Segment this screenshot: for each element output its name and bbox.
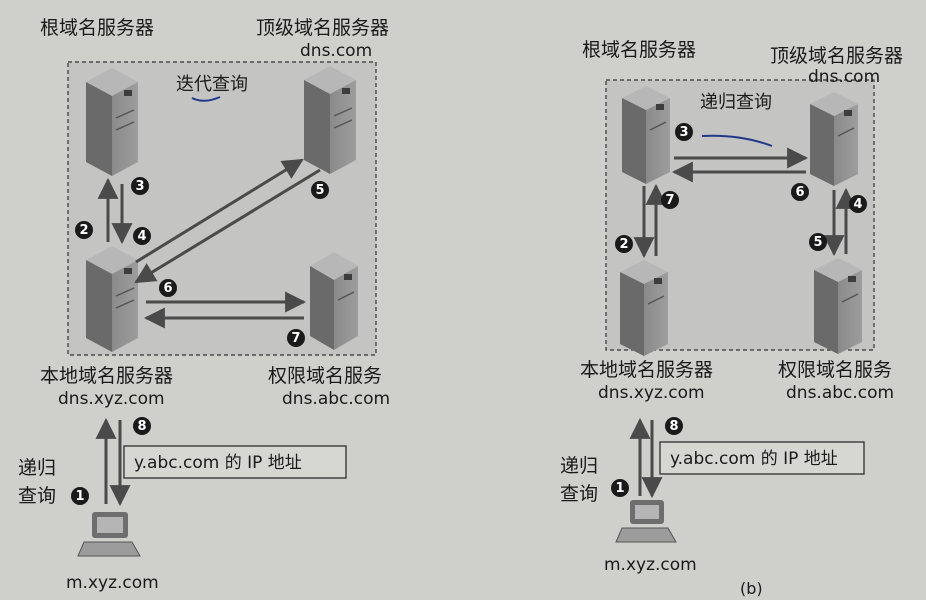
answer-box-text: y.abc.com 的 IP 地址 bbox=[134, 453, 302, 473]
query-type-label: 迭代查询 bbox=[176, 74, 248, 95]
svg-text:7: 7 bbox=[665, 193, 674, 208]
svg-text:6: 6 bbox=[163, 281, 172, 296]
svg-text:4: 4 bbox=[137, 229, 146, 244]
svg-text:3: 3 bbox=[679, 125, 688, 140]
step-b-2: 2 bbox=[615, 235, 633, 253]
auth-domain-label-b: dns.abc.com bbox=[786, 383, 894, 403]
svg-text:1: 1 bbox=[75, 489, 84, 504]
local-server-label-b: 本地域名服务器 bbox=[580, 359, 713, 381]
panel-b: 1 2 3 4 5 6 7 8 根域名服务器 顶级域名服务器 dns.com 递… bbox=[560, 39, 903, 598]
client-domain-label-b: m.xyz.com bbox=[604, 555, 697, 575]
tld-domain-label: dns.com bbox=[300, 41, 372, 61]
client-query-label-b-2: 查询 bbox=[560, 483, 598, 505]
step-a-5: 5 bbox=[311, 181, 329, 199]
tld-server-icon-b bbox=[810, 92, 858, 186]
svg-text:7: 7 bbox=[291, 331, 300, 346]
svg-text:3: 3 bbox=[135, 179, 144, 194]
root-server-icon-b bbox=[622, 86, 670, 184]
step-b-4: 4 bbox=[849, 195, 867, 213]
step-b-6: 6 bbox=[791, 183, 809, 201]
arrow-a-5-back bbox=[134, 168, 321, 284]
auth-server-label-b: 权限域名服务 bbox=[778, 359, 892, 381]
root-server-label-b: 根域名服务器 bbox=[582, 39, 696, 61]
step-b-5: 5 bbox=[809, 233, 827, 251]
root-server-icon bbox=[86, 68, 138, 176]
local-domain-label: dns.xyz.com bbox=[58, 389, 165, 409]
client-computer-icon-b bbox=[615, 500, 677, 543]
svg-text:4: 4 bbox=[853, 197, 862, 212]
client-query-label-b-1: 递归 bbox=[560, 455, 598, 477]
svg-text:5: 5 bbox=[813, 235, 822, 250]
svg-text:5: 5 bbox=[315, 183, 324, 198]
query-type-label-b: 递归查询 bbox=[700, 92, 772, 113]
handwritten-underline-b bbox=[701, 134, 773, 147]
client-query-label-2: 查询 bbox=[18, 485, 56, 507]
step-a-7: 7 bbox=[287, 329, 305, 347]
svg-text:1: 1 bbox=[615, 481, 624, 496]
root-server-label: 根域名服务器 bbox=[40, 17, 154, 39]
step-a-3: 3 bbox=[131, 177, 149, 195]
auth-domain-label: dns.abc.com bbox=[282, 389, 390, 409]
local-server-icon-b bbox=[620, 260, 668, 356]
answer-box-frame bbox=[123, 445, 347, 479]
auth-server-icon bbox=[310, 252, 358, 350]
step-a-8: 8 bbox=[133, 417, 151, 435]
answer-box-frame-b bbox=[659, 441, 865, 475]
tld-server-icon bbox=[304, 66, 356, 174]
auth-server-label: 权限域名服务 bbox=[268, 365, 382, 387]
client-query-label-1: 递归 bbox=[18, 457, 56, 479]
step-a-1: 1 bbox=[71, 487, 89, 505]
tld-domain-label-b: dns.com bbox=[808, 67, 880, 87]
step-b-7: 7 bbox=[661, 191, 679, 209]
arrow-a-5-out bbox=[135, 158, 304, 264]
panel-a: 1 2 3 4 5 6 7 8 根域名服务器 顶级域名服务器 dns.com 迭… bbox=[18, 17, 390, 593]
step-b-8: 8 bbox=[665, 417, 683, 435]
client-domain-label: m.xyz.com bbox=[66, 573, 159, 593]
svg-text:2: 2 bbox=[619, 237, 628, 252]
figure-caption-b: (b) bbox=[740, 579, 763, 598]
handwritten-underline bbox=[191, 96, 221, 102]
local-domain-label-b: dns.xyz.com bbox=[598, 383, 705, 403]
client-computer-icon bbox=[77, 512, 141, 557]
svg-text:2: 2 bbox=[79, 223, 88, 238]
local-server-icon bbox=[86, 246, 138, 352]
svg-text:8: 8 bbox=[669, 419, 678, 434]
auth-server-icon-b bbox=[814, 258, 862, 354]
svg-text:8: 8 bbox=[137, 419, 146, 434]
tld-server-label: 顶级域名服务器 bbox=[256, 17, 389, 39]
answer-box-text-b: y.abc.com 的 IP 地址 bbox=[670, 449, 838, 469]
local-server-label: 本地域名服务器 bbox=[40, 365, 173, 387]
tld-server-label-b: 顶级域名服务器 bbox=[770, 45, 903, 67]
svg-text:6: 6 bbox=[795, 185, 804, 200]
step-b-3: 3 bbox=[675, 123, 693, 141]
step-a-4: 4 bbox=[133, 227, 151, 245]
step-a-2: 2 bbox=[75, 221, 93, 239]
step-b-1: 1 bbox=[611, 479, 629, 497]
step-a-6: 6 bbox=[159, 279, 177, 297]
